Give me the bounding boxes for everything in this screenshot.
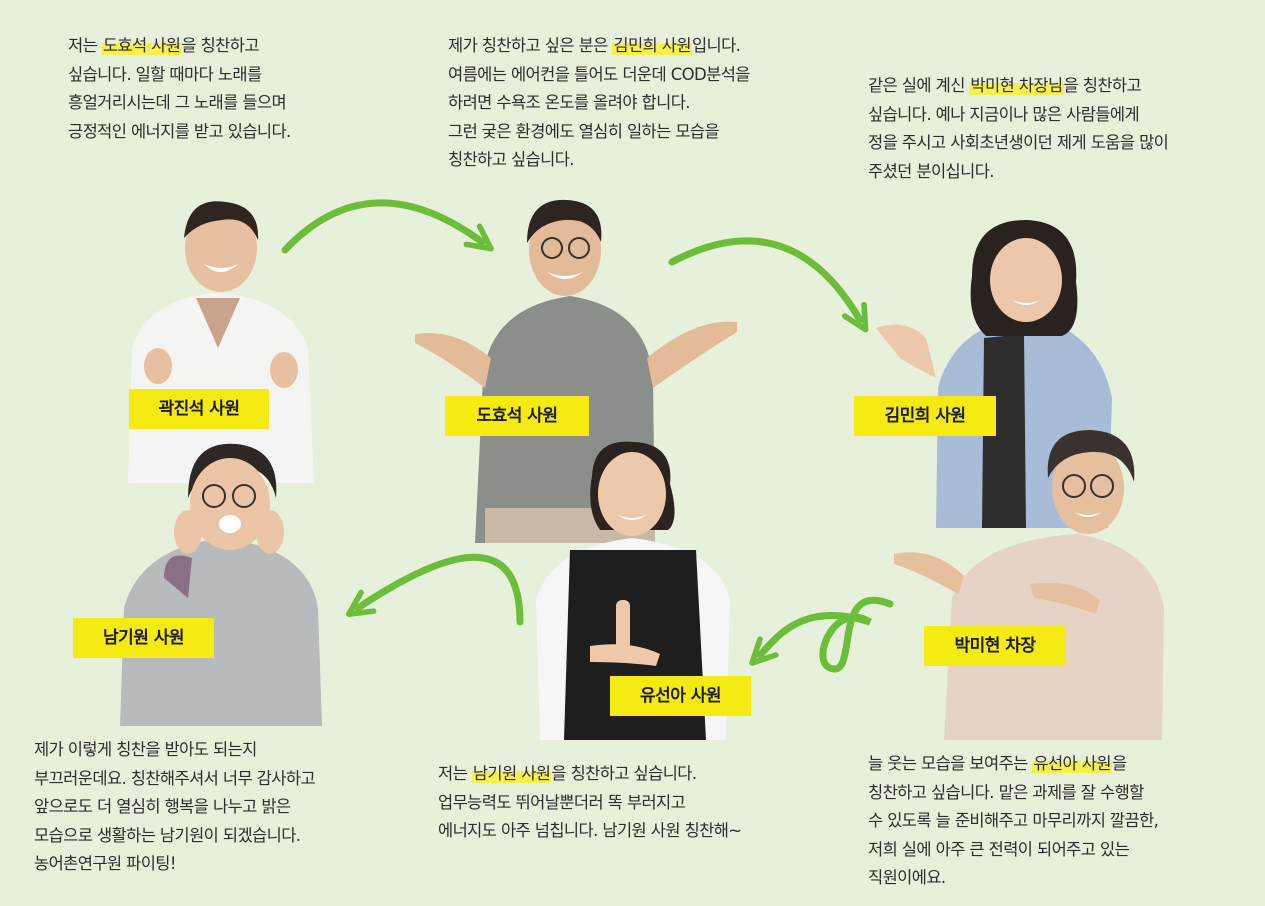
person-1: [118, 198, 320, 487]
text-line: 제가 이렇게 칭찬을 받아도 되는지: [34, 740, 257, 759]
highlight-name: 김민희 사원: [612, 36, 692, 55]
text-line: 을 칭찬하고 싶습니다.: [551, 764, 697, 783]
text-line: 수 있도록 늘 준비해주고 마무리까지 깔끔한,: [868, 811, 1159, 830]
text-line: 모습으로 생활하는 남기원이 되겠습니다.: [34, 825, 301, 845]
highlight-name: 박미현 차장님: [969, 76, 1064, 95]
text-line: 을: [1111, 754, 1127, 773]
text-block-2: 제가 칭찬하고 싶은 분은 김민희 사원입니다. 여름에는 에어컨을 틀어도 더…: [448, 32, 750, 175]
text-block-1: 저는 도효석 사원을 칭찬하고 싶습니다. 일할 때마다 노래를 흥얼거리시는데…: [68, 32, 291, 146]
text-block-4: 제가 이렇게 칭찬을 받아도 되는지 부끄러운데요. 칭찬해주셔서 너무 감사하…: [34, 736, 316, 879]
text-line: 부끄러운데요. 칭찬해주셔서 너무 감사하고: [34, 768, 316, 788]
text-line: 칭찬하고 싶습니다.: [448, 150, 575, 169]
person-6: [894, 428, 1164, 744]
arrow-3: [749, 596, 894, 673]
text-line: 싶습니다. 일할 때마다 노래를: [68, 64, 262, 84]
arrow-4: [345, 553, 524, 626]
text-line: 을 칭찬하고: [181, 36, 259, 55]
name-tag-5: 유선아 사원: [610, 676, 751, 716]
person-photo: [128, 201, 314, 483]
text-line: 싶습니다. 예나 지금이나 많은 사람들에게: [868, 104, 1140, 124]
text-block-5: 저는 남기원 사원을 칭찬하고 싶습니다. 업무능력도 뛰어날뿐더러 똑 부러지…: [438, 760, 742, 846]
text-line: 흥얼거리시는데 그 노래를 들으며: [68, 93, 287, 112]
text-line: 여름에는 에어컨을 틀어도 더운데 COD분석을: [448, 64, 750, 84]
text-line: 정을 주시고 사회초년생이던 제게 도움을 많이: [868, 133, 1169, 152]
text-block-3: 같은 실에 계신 박미현 차장님을 칭찬하고 싶습니다. 예나 지금이나 많은 …: [868, 72, 1169, 186]
text-line: 긍정적인 에너지를 받고 있습니다.: [68, 121, 291, 141]
text-line: 입니다.: [691, 36, 741, 55]
text-line: 같은 실에 계신: [868, 76, 970, 95]
name-tag-3: 김민희 사원: [854, 396, 996, 436]
highlight-name: 도효석 사원: [101, 36, 182, 55]
person-4: [118, 438, 323, 730]
name-tag-6: 박미현 차장: [924, 626, 1066, 666]
person-photo: [120, 443, 322, 726]
highlight-name: 남기원 사원: [471, 764, 552, 783]
name-tag-2: 도효석 사원: [445, 396, 589, 436]
text-line: 저희 실에 아주 큰 전력이 되어주고 있는: [868, 839, 1130, 859]
text-line: 을 칭찬하고: [1063, 76, 1142, 95]
arrow-1: [281, 199, 494, 254]
text-line: 늘 웃는 모습을 보여주는: [868, 754, 1033, 773]
text-line: 저는: [68, 36, 102, 55]
text-line: 그런 궂은 환경에도 열심히 일하는 모습을: [448, 121, 720, 141]
highlight-name: 유선아 사원: [1032, 754, 1112, 773]
text-line: 주셨던 분이십니다.: [868, 161, 995, 181]
text-line: 저는: [438, 764, 472, 783]
text-line: 직원이에요.: [868, 868, 946, 887]
arrow-2: [668, 237, 869, 333]
text-line: 앞으로도 더 열심히 행복을 나누고 밝은: [34, 797, 291, 816]
text-line: 농어촌연구원 파이팅!: [34, 854, 176, 873]
text-line: 제가 칭찬하고 싶은 분은: [448, 36, 613, 55]
text-line: 업무능력도 뛰어날뿐더러 똑 부러지고: [438, 792, 686, 812]
text-block-6: 늘 웃는 모습을 보여주는 유선아 사원을 칭찬하고 싶습니다. 맡은 과제를 …: [868, 750, 1159, 893]
text-line: 하려면 수욕조 온도를 올려야 합니다.: [448, 93, 691, 112]
name-tag-4: 남기원 사원: [73, 618, 214, 658]
text-line: 에너지도 아주 넘칩니다. 남기원 사원 칭찬해~: [438, 821, 742, 840]
text-line: 칭찬하고 싶습니다. 맡은 과제를 잘 수행할: [868, 782, 1144, 802]
person-photo: [894, 430, 1164, 740]
name-tag-1: 곽진석 사원: [129, 389, 269, 429]
